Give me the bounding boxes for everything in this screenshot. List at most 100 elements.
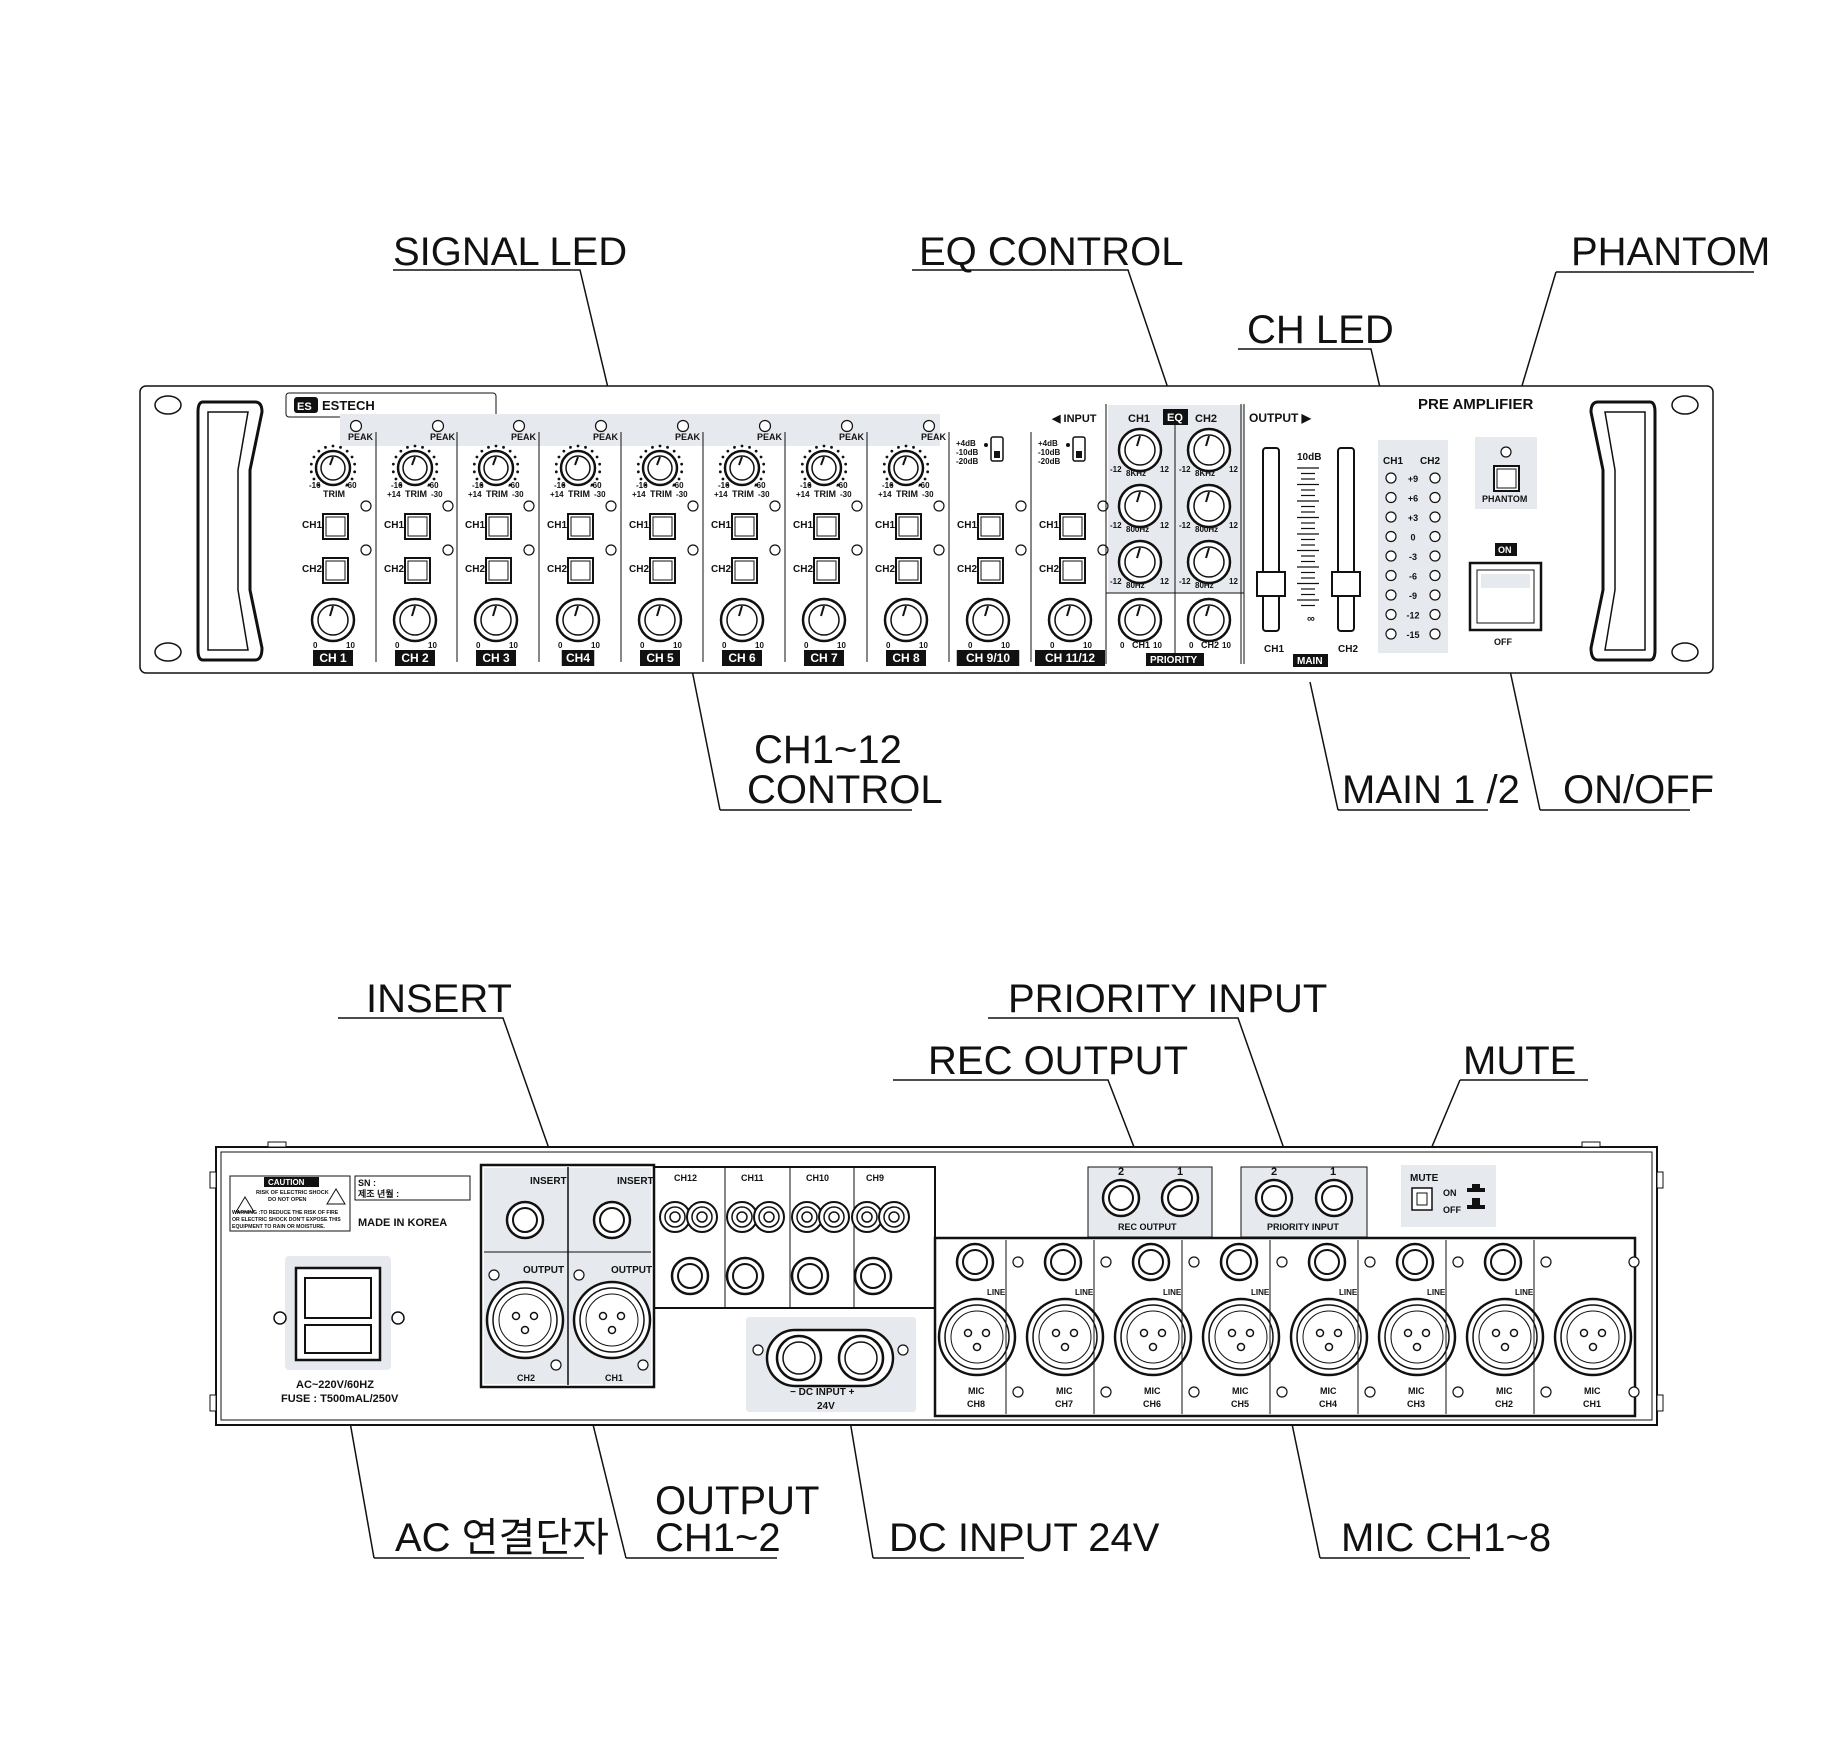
power-switch[interactable]: ON OFF bbox=[1468, 543, 1543, 647]
eq-max-label: 12 bbox=[1229, 465, 1238, 474]
output-xlr-ch1[interactable] bbox=[572, 1280, 652, 1360]
line-input-jack[interactable] bbox=[1307, 1242, 1347, 1282]
eq-knob[interactable] bbox=[1186, 539, 1232, 585]
svg-text:OUTPUT ▶: OUTPUT ▶ bbox=[1249, 411, 1312, 425]
volume-knob[interactable] bbox=[310, 597, 356, 643]
callout-ch-control-1: CH1~12 bbox=[754, 728, 902, 772]
mic-xlr[interactable] bbox=[1289, 1297, 1369, 1377]
rca-jack-right[interactable] bbox=[753, 1201, 785, 1233]
channel-label-box bbox=[956, 650, 1020, 666]
dc-input[interactable]: − DC INPUT + 24V bbox=[746, 1317, 916, 1412]
phantom-switch[interactable]: PHANTOM bbox=[1482, 446, 1527, 504]
fader-track-ch2[interactable] bbox=[1337, 447, 1355, 632]
line-jack[interactable] bbox=[725, 1256, 765, 1296]
trim-knob[interactable] bbox=[396, 449, 434, 487]
callout-mute: MUTE bbox=[1463, 1039, 1576, 1083]
line-input-jack[interactable] bbox=[1395, 1242, 1435, 1282]
output-xlr-ch2[interactable] bbox=[485, 1280, 565, 1360]
mic-xlr[interactable] bbox=[1465, 1297, 1545, 1377]
rec-output-jack-2[interactable] bbox=[1101, 1178, 1141, 1218]
trim-knob[interactable] bbox=[887, 449, 925, 487]
trim-scale-dot bbox=[427, 483, 431, 487]
eq-knob[interactable] bbox=[1117, 483, 1163, 529]
insert-jack-ch2[interactable] bbox=[505, 1200, 545, 1240]
volume-knob[interactable] bbox=[392, 597, 438, 643]
eq-knob[interactable] bbox=[1117, 427, 1163, 473]
trim-knob[interactable] bbox=[477, 449, 515, 487]
insert-jack-ch1[interactable] bbox=[592, 1200, 632, 1240]
trim-knob[interactable] bbox=[314, 449, 352, 487]
trim-scale-dot bbox=[721, 455, 725, 459]
trim-scale-dot bbox=[435, 470, 439, 474]
rca-jack-left[interactable] bbox=[851, 1201, 883, 1233]
rca-jack-left[interactable] bbox=[659, 1201, 691, 1233]
rca-jack-right[interactable] bbox=[818, 1201, 850, 1233]
mic-xlr[interactable] bbox=[937, 1297, 1017, 1377]
ac-inlet[interactable]: AC~220V/60HZ FUSE : T500mAL/250V bbox=[273, 1256, 405, 1405]
mic-xlr[interactable] bbox=[1025, 1297, 1105, 1377]
callout-priority-input: PRIORITY INPUT bbox=[1008, 977, 1327, 1021]
channel-label-box bbox=[640, 650, 680, 666]
eq-knob[interactable] bbox=[1186, 483, 1232, 529]
rca-jack-left[interactable] bbox=[791, 1201, 823, 1233]
trim-knob[interactable] bbox=[559, 449, 597, 487]
level-label: -3 bbox=[1409, 552, 1417, 562]
rca-jack-left[interactable] bbox=[726, 1201, 758, 1233]
mic-xlr[interactable] bbox=[1113, 1297, 1193, 1377]
callout-ch-led: CH LED bbox=[1247, 308, 1394, 352]
volume-knob[interactable] bbox=[883, 597, 929, 643]
mic-xlr[interactable] bbox=[1377, 1297, 1457, 1377]
trim-scale-dot bbox=[432, 455, 436, 459]
line-input-jack[interactable] bbox=[1131, 1242, 1171, 1282]
level-label: -6 bbox=[1409, 572, 1417, 582]
mic-xlr[interactable] bbox=[1201, 1297, 1281, 1377]
line-input-jack[interactable] bbox=[955, 1242, 995, 1282]
volume-knob[interactable] bbox=[555, 597, 601, 643]
rca-jack-right[interactable] bbox=[878, 1201, 910, 1233]
trim-scale-dot bbox=[475, 477, 479, 481]
line-jack[interactable] bbox=[670, 1256, 710, 1296]
rec-output-jack-1[interactable] bbox=[1160, 1178, 1200, 1218]
rca-jack-right[interactable] bbox=[686, 1201, 718, 1233]
line-jack[interactable] bbox=[853, 1256, 893, 1296]
trim-scale-dot bbox=[435, 462, 439, 466]
volume-knob[interactable] bbox=[965, 597, 1011, 643]
trim-scale-dot bbox=[918, 483, 922, 487]
trim-knob[interactable] bbox=[723, 449, 761, 487]
priority-input-jack-1[interactable] bbox=[1314, 1178, 1354, 1218]
trim-scale-dot bbox=[754, 449, 758, 453]
volume-knob[interactable] bbox=[801, 597, 847, 643]
svg-text:∞: ∞ bbox=[1307, 613, 1315, 625]
eq-knob[interactable] bbox=[1186, 427, 1232, 473]
eq-knob[interactable] bbox=[1117, 539, 1163, 585]
priority-input-jack-2[interactable] bbox=[1254, 1178, 1294, 1218]
mic-xlr[interactable] bbox=[1553, 1297, 1633, 1377]
fader-knob-ch1[interactable] bbox=[1256, 571, 1286, 597]
level-led bbox=[1429, 550, 1441, 562]
trim-scale-dot bbox=[309, 462, 313, 466]
line-input-jack[interactable] bbox=[1483, 1242, 1523, 1282]
trim-scale-label: -30 bbox=[512, 490, 524, 499]
assign-label: CH1 bbox=[957, 520, 977, 531]
trim-knob[interactable] bbox=[805, 449, 843, 487]
line-jack[interactable] bbox=[790, 1256, 830, 1296]
trim-knob[interactable] bbox=[641, 449, 679, 487]
knob-min-label: 0 bbox=[804, 641, 809, 650]
fader-knob-ch2[interactable] bbox=[1331, 571, 1361, 597]
priority-knob[interactable] bbox=[1117, 597, 1163, 643]
volume-knob[interactable] bbox=[1047, 597, 1093, 643]
priority-knob[interactable] bbox=[1186, 597, 1232, 643]
assign-label: CH1 bbox=[302, 520, 322, 531]
assign-label: CH2 bbox=[302, 564, 322, 575]
trim-scale-label: -16 bbox=[882, 481, 894, 490]
volume-knob[interactable] bbox=[719, 597, 765, 643]
assign-label: CH1 bbox=[629, 520, 649, 531]
ch-led-meter: CH1 CH2 +9+6+30-3-6-9-12-15 bbox=[1383, 456, 1441, 640]
fader-track-ch1[interactable] bbox=[1262, 447, 1280, 632]
assign-label: CH2 bbox=[875, 564, 895, 575]
volume-knob[interactable] bbox=[637, 597, 683, 643]
mute-switch[interactable]: MUTE ON OFF bbox=[1401, 1165, 1496, 1227]
volume-knob[interactable] bbox=[473, 597, 519, 643]
line-input-jack[interactable] bbox=[1043, 1242, 1083, 1282]
line-input-jack[interactable] bbox=[1219, 1242, 1259, 1282]
